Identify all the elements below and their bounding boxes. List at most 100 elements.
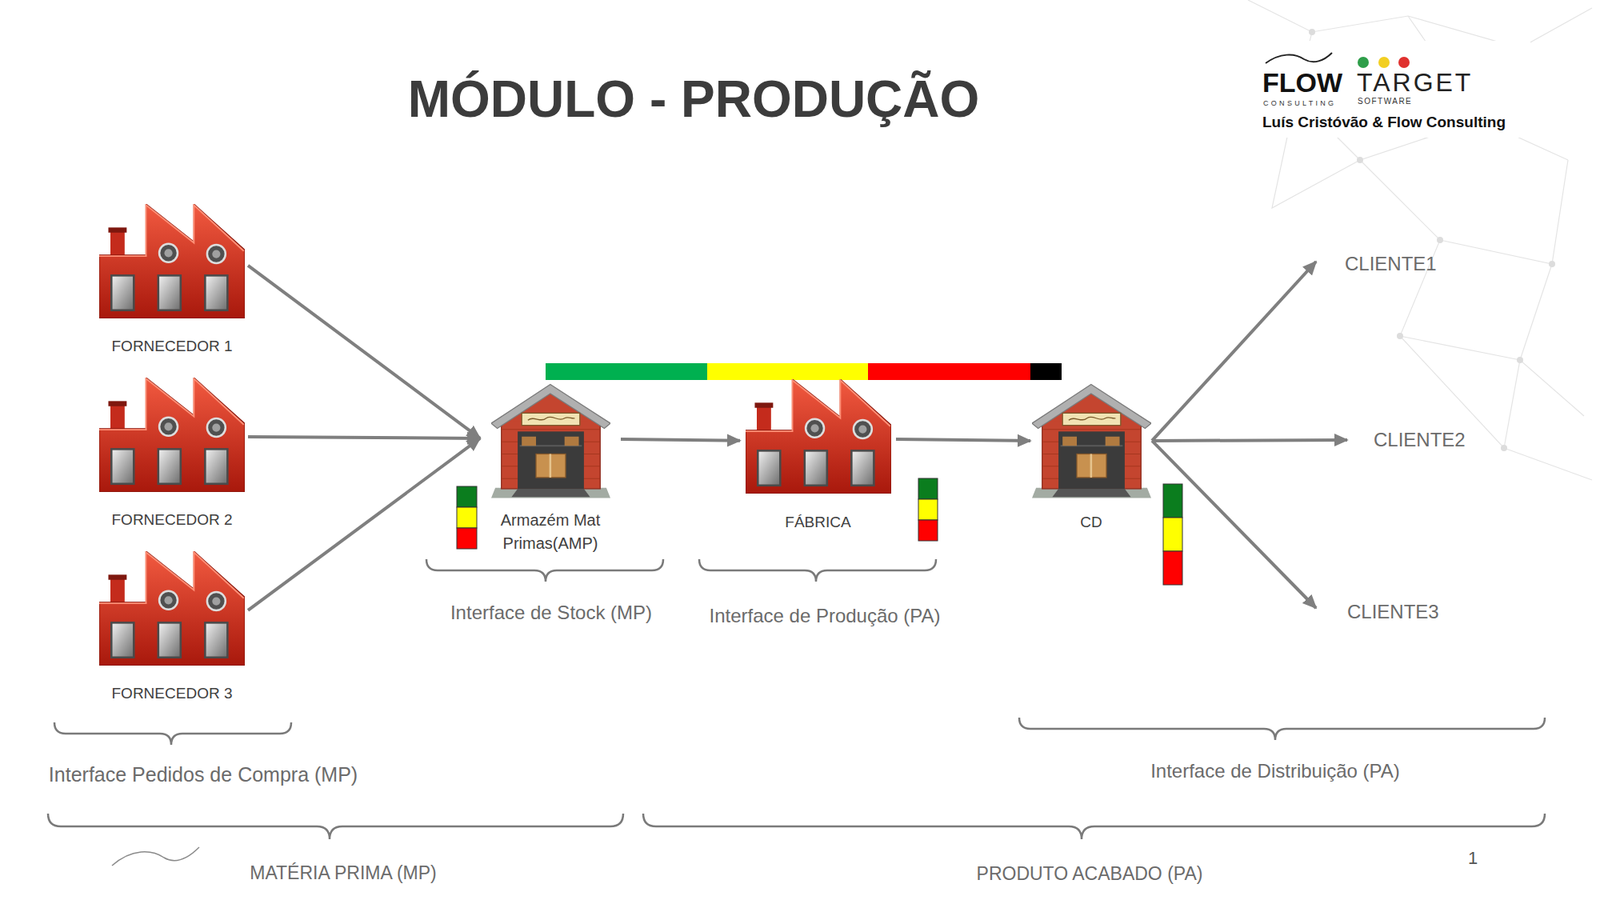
node-label: CLIENTE1 — [1316, 248, 1468, 280]
node-icon — [99, 377, 245, 492]
buffer-green — [545, 363, 708, 380]
warehouse-sign-mark — [1068, 416, 1116, 420]
decor-squiggle — [112, 847, 200, 866]
factory-window — [851, 450, 874, 485]
flow-arrow — [1152, 440, 1316, 608]
factory-window — [158, 622, 181, 657]
buffer-red — [456, 528, 477, 549]
buffer-yellow — [707, 363, 868, 380]
factory-vent — [159, 591, 178, 610]
buffer-green — [918, 478, 938, 500]
factory-window — [158, 275, 181, 310]
factory-chimney-top — [108, 227, 127, 232]
factory-vent-core — [212, 423, 220, 432]
node-icon — [491, 382, 611, 500]
factory-vent — [207, 592, 226, 611]
curly-bracket — [1019, 717, 1545, 740]
network-pattern — [1248, 0, 1592, 480]
factory-window — [111, 622, 134, 657]
brick-line — [500, 428, 600, 430]
brackets — [48, 559, 1545, 840]
network-dot — [1396, 332, 1404, 340]
node-icon — [1032, 382, 1152, 500]
buffer-red — [918, 520, 938, 541]
stock-buffer-cd — [1163, 484, 1183, 585]
factory-node: FORNECEDOR 2 — [96, 377, 248, 532]
network-dot — [1516, 356, 1524, 364]
node-icon — [99, 204, 245, 319]
text-label: SOFTWARE — [1357, 96, 1412, 107]
flow-arrow — [896, 439, 1031, 441]
warehouse-box-tape — [548, 453, 552, 477]
warehouse-icon — [491, 382, 611, 500]
warehouse-wall — [500, 416, 600, 488]
network-line — [1400, 264, 1552, 448]
factory-window — [757, 450, 780, 485]
factory-chimney-top — [754, 402, 773, 408]
network-line — [1360, 160, 1568, 264]
buffer-bar — [545, 363, 1062, 380]
logo-swoosh — [1265, 52, 1332, 64]
factory-vent — [159, 244, 178, 263]
curly-bracket — [643, 813, 1545, 840]
node-label: FORNECEDOR 3 — [96, 683, 248, 704]
factory-vent-core — [164, 596, 172, 604]
client-node: CLIENTE3 — [1316, 596, 1468, 628]
factory-node: FORNECEDOR 1 — [96, 204, 248, 358]
warehouse-node: Armazém Mat Primas(AMP) — [480, 382, 621, 560]
flow-arrow — [248, 436, 480, 439]
warehouse-wall — [1041, 416, 1141, 488]
curly-bracket — [54, 722, 292, 745]
node-label: FÁBRICA — [740, 512, 896, 532]
stock-buffer-amp — [456, 486, 477, 549]
client-node: CLIENTE2 — [1347, 424, 1500, 456]
flow-arrow — [248, 438, 480, 611]
network-dot — [1436, 236, 1444, 244]
node-label: CLIENTE3 — [1316, 596, 1468, 628]
warehouse-node: CD — [1030, 382, 1152, 535]
warehouse-roof — [1032, 384, 1152, 429]
flow-arrow — [248, 265, 480, 439]
warehouse-roof — [491, 384, 611, 429]
factory-vent-core — [164, 422, 172, 431]
factory-vent — [207, 418, 226, 437]
text-label: Interface Pedidos de Compra (MP) — [48, 762, 358, 787]
network-dot — [1548, 260, 1556, 268]
text-label: FLOW — [1262, 66, 1343, 100]
logo-background — [1249, 40, 1531, 138]
factory-window — [204, 448, 228, 484]
factory-body — [99, 377, 245, 492]
flow-arrow — [1152, 438, 1348, 443]
factory-icon — [99, 204, 245, 319]
factory-body — [99, 551, 245, 666]
factory-body — [99, 204, 245, 319]
warehouse-sign — [1062, 412, 1121, 425]
factory-window — [111, 448, 134, 484]
factory-vent-core — [858, 424, 867, 433]
node-icon — [745, 379, 892, 494]
warehouse-box — [1062, 436, 1077, 447]
stock-buffer-factory — [918, 478, 938, 541]
warehouse-box-tape — [1089, 453, 1092, 477]
node-label: FORNECEDOR 2 — [96, 509, 248, 530]
warehouse-box — [1104, 436, 1120, 447]
factory-chimney-top — [108, 400, 127, 406]
network-dot — [1356, 156, 1364, 164]
text-label: CONSULTING — [1263, 99, 1336, 108]
factory-body — [745, 379, 892, 494]
flow-arrow — [1152, 261, 1316, 441]
warehouse-box — [521, 436, 536, 447]
factory-vent-core — [810, 424, 819, 432]
factory-window — [204, 275, 228, 310]
text-label: TARGET — [1356, 67, 1473, 98]
node-icon — [99, 551, 245, 666]
brick-line — [1041, 428, 1141, 430]
warehouse-floor — [511, 488, 590, 497]
warehouse-icon — [1032, 382, 1152, 500]
page-title: MÓDULO - PRODUÇÃO — [408, 69, 980, 129]
buffer-yellow — [456, 507, 477, 528]
factory-chimney — [756, 405, 772, 432]
warehouse-floor — [1052, 488, 1131, 497]
